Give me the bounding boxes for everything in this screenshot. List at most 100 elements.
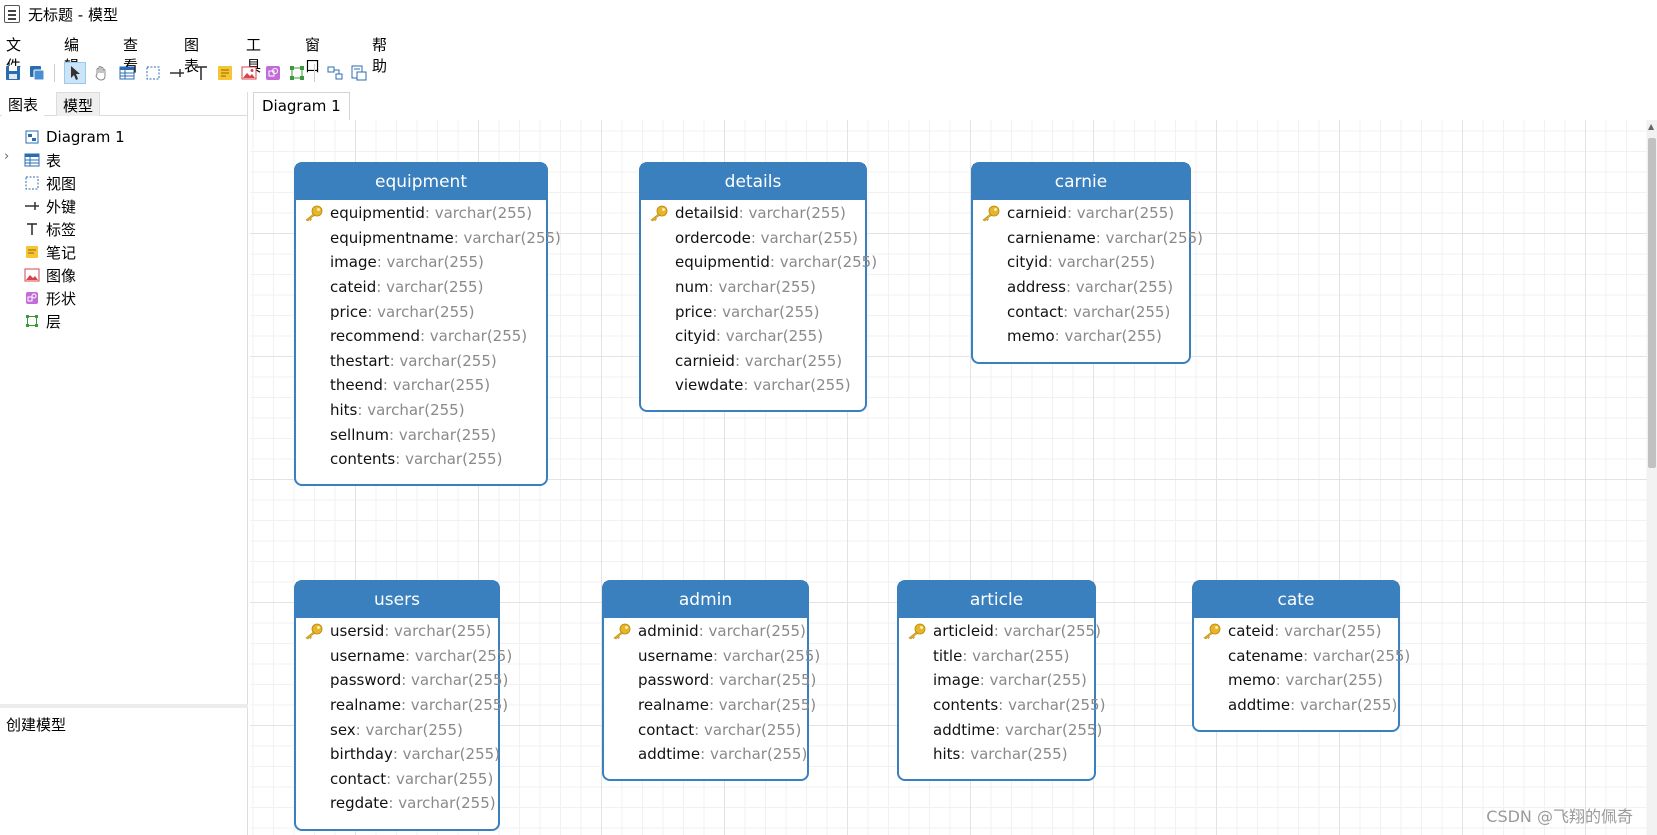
table-admin[interactable]: admin adminid: varchar(255)username: var…	[602, 580, 820, 781]
field-name: viewdate	[675, 376, 744, 395]
foreign-key-tool-icon[interactable]	[166, 62, 188, 84]
shape-tool-icon[interactable]	[262, 62, 284, 84]
table-field[interactable]: cateid: varchar(255)	[296, 275, 546, 300]
view-tool-icon[interactable]	[142, 62, 164, 84]
tab-model[interactable]: 模型	[56, 92, 101, 116]
hand-tool-icon[interactable]	[90, 62, 112, 84]
menu-diagram[interactable]: 图表	[184, 36, 200, 75]
table-carnie[interactable]: carnie carnieid: varchar(255)carniename:…	[971, 162, 1203, 364]
primary-key-field[interactable]: detailsid: varchar(255)	[641, 201, 865, 226]
table-field[interactable]: password: varchar(255)	[296, 668, 508, 693]
table-field[interactable]: image: varchar(255)	[899, 668, 1094, 693]
table-field[interactable]: regdate: varchar(255)	[296, 791, 498, 816]
menu-window[interactable]: 窗口	[305, 36, 321, 75]
image-tool-icon[interactable]	[238, 62, 260, 84]
table-field[interactable]: address: varchar(255)	[973, 275, 1189, 300]
table-field[interactable]: title: varchar(255)	[899, 644, 1094, 669]
window-title: 无标题 - 模型	[28, 5, 118, 24]
primary-key-field[interactable]: equipmentid: varchar(255)	[296, 201, 546, 226]
table-field[interactable]: addtime: varchar(255)	[604, 742, 807, 767]
scrollbar-thumb[interactable]	[1648, 138, 1656, 468]
table-field[interactable]: carnieid: varchar(255)	[641, 349, 865, 374]
table-field[interactable]: cityid: varchar(255)	[973, 250, 1189, 275]
note-tool-icon[interactable]	[214, 62, 236, 84]
table-field[interactable]: carniename: varchar(255)	[973, 226, 1203, 251]
table-field[interactable]: contact: varchar(255)	[296, 767, 498, 792]
save-icon[interactable]	[2, 62, 24, 84]
table-field[interactable]: contents: varchar(255)	[899, 693, 1105, 718]
table-article[interactable]: article articleid: varchar(255)title: va…	[897, 580, 1105, 781]
view-icon	[24, 175, 40, 191]
tree-item-foreign-keys[interactable]: 外键	[24, 195, 76, 217]
table-field[interactable]: equipmentname: varchar(255)	[296, 226, 561, 251]
table-field[interactable]: contact: varchar(255)	[973, 299, 1189, 324]
table-field[interactable]: price: varchar(255)	[296, 299, 546, 324]
field-type: : varchar(255)	[392, 745, 501, 764]
tree-item-views[interactable]: 视图	[24, 172, 76, 194]
diagram-canvas[interactable]: equipment equipmentid: varchar(255)equip…	[250, 120, 1647, 835]
table-field[interactable]: birthday: varchar(255)	[296, 742, 501, 767]
tree-item-notes[interactable]: 笔记	[24, 241, 76, 263]
table-field[interactable]: sellnum: varchar(255)	[296, 422, 546, 447]
tree-item-layers[interactable]: 层	[24, 310, 61, 332]
table-field[interactable]: addtime: varchar(255)	[1194, 693, 1398, 718]
table-field[interactable]: contact: varchar(255)	[604, 717, 807, 742]
menu-help[interactable]: 帮助	[372, 36, 388, 75]
table-field[interactable]: catename: varchar(255)	[1194, 644, 1410, 669]
table-equipment[interactable]: equipment equipmentid: varchar(255)equip…	[294, 162, 561, 486]
table-field[interactable]: price: varchar(255)	[641, 299, 865, 324]
table-field[interactable]: addtime: varchar(255)	[899, 717, 1102, 742]
field-name: contents	[330, 450, 396, 469]
table-field[interactable]: equipmentid: varchar(255)	[641, 250, 877, 275]
tree-item-label: 形状	[46, 289, 77, 308]
table-field[interactable]: ordercode: varchar(255)	[641, 226, 865, 251]
primary-key-field[interactable]: adminid: varchar(255)	[604, 619, 807, 644]
table-field[interactable]: contents: varchar(255)	[296, 447, 546, 472]
pointer-tool-icon[interactable]	[64, 62, 86, 84]
tree-item-diagram[interactable]: Diagram 1	[24, 126, 125, 148]
scroll-up-icon[interactable]: ▲	[1648, 122, 1655, 131]
table-field[interactable]: viewdate: varchar(255)	[641, 373, 865, 398]
tree-item-images[interactable]: 图像	[24, 264, 76, 286]
table-field[interactable]: memo: varchar(255)	[973, 324, 1189, 349]
table-cate[interactable]: cate cateid: varchar(255)catename: varch…	[1192, 580, 1410, 732]
table-details[interactable]: details detailsid: varchar(255)ordercode…	[639, 162, 877, 412]
tree-item-tables[interactable]: 表	[24, 149, 61, 171]
table-field[interactable]: hits: varchar(255)	[296, 398, 546, 423]
auto-layout-icon[interactable]	[324, 62, 346, 84]
save-as-icon[interactable]	[26, 62, 48, 84]
diagram-properties-icon[interactable]	[348, 62, 370, 84]
primary-key-field[interactable]: articleid: varchar(255)	[899, 619, 1101, 644]
table-field[interactable]: realname: varchar(255)	[296, 693, 508, 718]
table-field[interactable]: theend: varchar(255)	[296, 373, 546, 398]
table-field[interactable]: cityid: varchar(255)	[641, 324, 865, 349]
table-field[interactable]: num: varchar(255)	[641, 275, 865, 300]
table-field[interactable]: recommend: varchar(255)	[296, 324, 546, 349]
field-type: : varchar(255)	[367, 302, 475, 321]
table-field[interactable]: thestart: varchar(255)	[296, 349, 546, 374]
primary-key-field[interactable]: cateid: varchar(255)	[1194, 619, 1398, 644]
table-field[interactable]: password: varchar(255)	[604, 668, 816, 693]
table-field[interactable]: image: varchar(255)	[296, 250, 546, 275]
table-field[interactable]: memo: varchar(255)	[1194, 668, 1398, 693]
tab-diagram-1[interactable]: Diagram 1	[253, 92, 350, 120]
tab-diagram[interactable]: 图表	[2, 92, 45, 116]
vertical-scrollbar[interactable]: ▲	[1647, 120, 1657, 835]
table-field[interactable]: sex: varchar(255)	[296, 717, 498, 742]
primary-key-field[interactable]: usersid: varchar(255)	[296, 619, 498, 644]
table-field[interactable]: username: varchar(255)	[296, 644, 512, 669]
tree-item-labels[interactable]: 标签	[24, 218, 76, 240]
field-name: sellnum	[330, 425, 390, 444]
field-name: equipmentname	[330, 228, 454, 247]
chevron-right-icon[interactable]: ›	[4, 149, 10, 164]
label-tool-icon[interactable]	[190, 62, 212, 84]
primary-key-field[interactable]: carnieid: varchar(255)	[973, 201, 1189, 226]
table-field[interactable]: realname: varchar(255)	[604, 693, 816, 718]
field-list: articleid: varchar(255)title: varchar(25…	[899, 618, 1105, 767]
table-tool-icon[interactable]	[116, 62, 138, 84]
table-field[interactable]: hits: varchar(255)	[899, 742, 1094, 767]
tree-item-shapes[interactable]: 形状	[24, 287, 76, 309]
layer-tool-icon[interactable]	[286, 62, 308, 84]
table-field[interactable]: username: varchar(255)	[604, 644, 820, 669]
table-users[interactable]: users usersid: varchar(255)username: var…	[294, 580, 512, 831]
